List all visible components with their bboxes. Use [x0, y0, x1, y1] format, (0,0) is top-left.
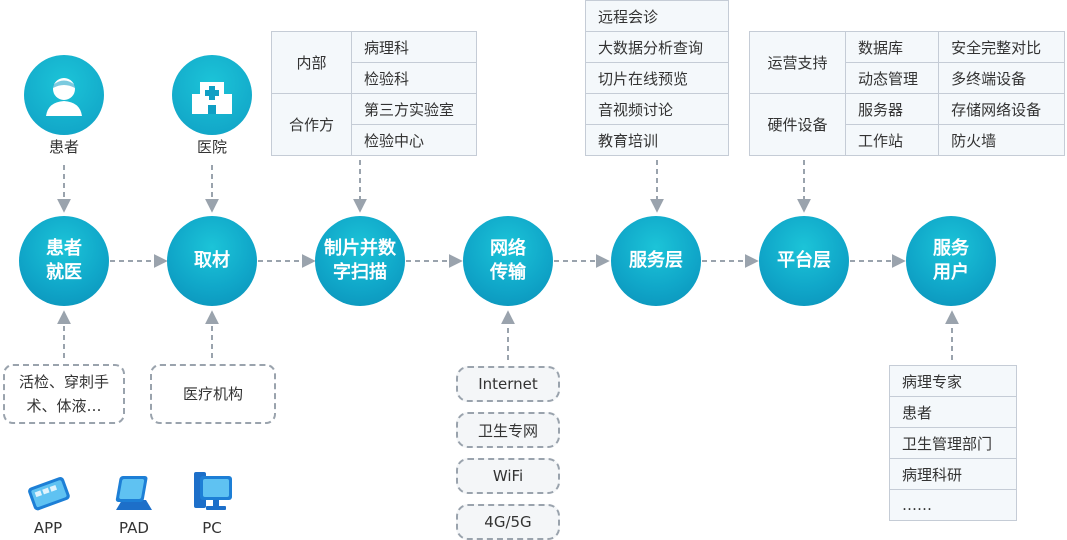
phone-icon: [28, 477, 70, 511]
patient-actor-circle: [24, 55, 104, 135]
sources-cell: 第三方实验室: [351, 93, 477, 125]
device-label-app: APP: [33, 519, 63, 537]
sources-cell: 检验科: [351, 62, 477, 94]
user-item: 患者: [889, 396, 1017, 428]
tablet-icon: [115, 476, 152, 510]
service-item: 教育培训: [585, 124, 729, 156]
platform-group-hardware: 硬件设备: [749, 93, 846, 156]
flow-node-sampling: 取材: [167, 216, 257, 306]
hospital-label: 医院: [196, 138, 227, 156]
user-item: 病理专家: [889, 365, 1017, 397]
service-table: 远程会诊 大数据分析查询 切片在线预览 音视频讨论 教育培训: [585, 0, 729, 156]
sources-group-internal: 内部: [271, 31, 352, 94]
platform-table: 运营支持 数据库 安全完整对比 动态管理 多终端设备 硬件设备 服务器 存储网络…: [749, 31, 1065, 156]
flow-node-patient-visit: 患者 就医: [19, 216, 109, 306]
sources-table: 内部 病理科 检验科 合作方 第三方实验室 检验中心: [271, 31, 477, 156]
sources-group-partner: 合作方: [271, 93, 352, 156]
platform-cell: 服务器: [844, 93, 940, 125]
network-health-private: 卫生专网: [456, 412, 560, 448]
hospital-actor-circle: [172, 55, 252, 135]
flow-node-slide-scan: 制片并数 字扫描: [315, 216, 405, 306]
service-item: 音视频讨论: [585, 93, 729, 125]
sources-cell: 病理科: [351, 31, 477, 63]
service-item: 大数据分析查询: [585, 31, 729, 63]
platform-group-ops: 运营支持: [749, 31, 846, 94]
service-item: 远程会诊: [585, 0, 729, 32]
network-wifi: WiFi: [456, 458, 560, 494]
user-item: 病理科研: [889, 458, 1017, 490]
flow-node-platform-layer: 平台层: [759, 216, 849, 306]
network-internet: Internet: [456, 366, 560, 402]
platform-cell: 动态管理: [844, 62, 940, 94]
network-4g5g: 4G/5G: [456, 504, 560, 540]
user-item: 卫生管理部门: [889, 427, 1017, 459]
device-label-pad: PAD: [119, 519, 149, 537]
patient-icon: [46, 78, 82, 116]
hospital-source-box: 医疗机构: [150, 364, 276, 424]
flow-node-service-layer: 服务层: [611, 216, 701, 306]
user-item: ……: [889, 489, 1017, 521]
platform-cell: 数据库: [844, 31, 940, 63]
hospital-icon: [192, 82, 232, 114]
flow-node-service-users: 服务 用户: [906, 216, 996, 306]
desktop-icon: [194, 472, 232, 510]
patient-label: 患者: [48, 138, 79, 156]
platform-cell: 多终端设备: [938, 62, 1065, 94]
platform-cell: 存储网络设备: [938, 93, 1065, 125]
flow-node-network: 网络 传输: [463, 216, 553, 306]
platform-cell: 防火墙: [938, 124, 1065, 156]
users-table: 病理专家 患者 卫生管理部门 病理科研 ……: [889, 365, 1017, 521]
service-item: 切片在线预览: [585, 62, 729, 94]
device-label-pc: PC: [202, 519, 222, 537]
platform-cell: 安全完整对比: [938, 31, 1065, 63]
platform-cell: 工作站: [844, 124, 940, 156]
patient-source-box: 活检、穿刺手 术、体液…: [3, 364, 125, 424]
sources-cell: 检验中心: [351, 124, 477, 156]
